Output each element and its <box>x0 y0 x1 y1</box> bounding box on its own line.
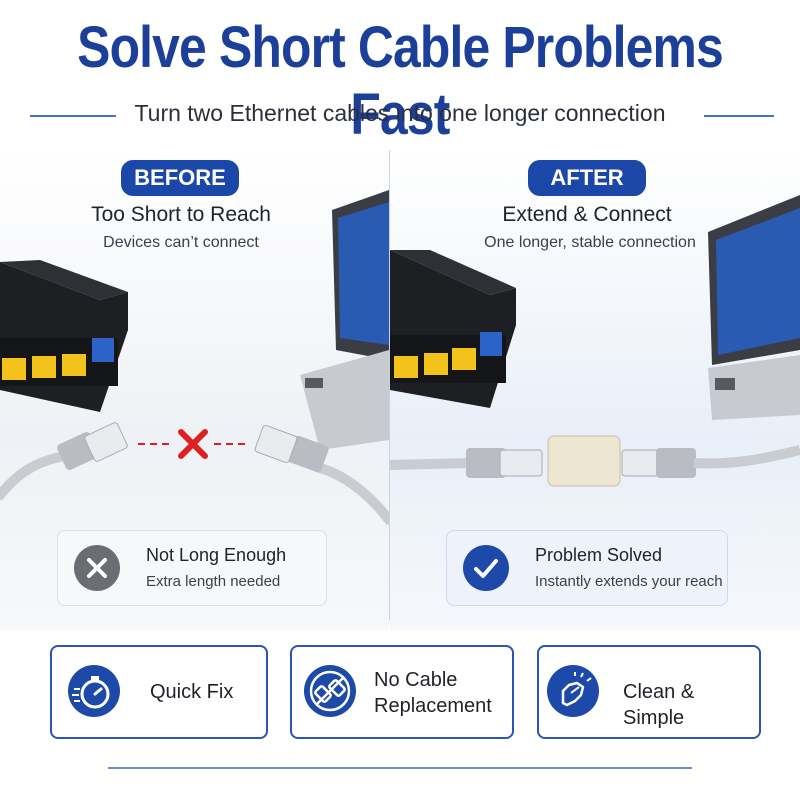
before-status-card: Not Long Enough Extra length needed <box>57 530 327 606</box>
left-cable-image <box>0 422 128 500</box>
after-status-title: Problem Solved <box>535 545 663 565</box>
before-badge: BEFORE <box>121 160 239 196</box>
after-description: One longer, stable connection <box>484 234 696 251</box>
after-status-description: Instantly extends your reach <box>535 573 723 590</box>
feature-card-no-cable-replacement: No Cable Replacement <box>290 645 514 739</box>
subtitle: Turn two Ethernet cables into one longer… <box>134 100 666 126</box>
after-illustration <box>390 195 800 487</box>
x-circle-icon <box>74 545 120 591</box>
bottom-rule <box>108 767 692 769</box>
after-title: Extend & Connect <box>502 203 672 226</box>
laptop-image <box>300 190 389 450</box>
subtitle-left-rule <box>30 115 116 117</box>
feature-card-clean-simple: Clean & Simple <box>537 645 761 739</box>
laptop-image <box>708 195 800 420</box>
red-x-icon <box>178 429 208 459</box>
feature-label-clean-simple: Clean & Simple <box>623 681 695 729</box>
before-illustration <box>0 190 389 525</box>
router-image <box>0 260 128 412</box>
right-cable-image <box>254 425 389 525</box>
subtitle-right-rule <box>704 115 774 117</box>
page-title: Solve Short Cable Problems Fast <box>77 15 724 147</box>
check-circle-icon <box>463 545 509 591</box>
before-status-title: Not Long Enough <box>146 545 287 565</box>
before-status-description: Extra length needed <box>146 573 281 590</box>
before-description: Devices can’t connect <box>103 234 259 251</box>
after-badge: AFTER <box>528 160 646 196</box>
feature-label-replacement: Replacement <box>374 695 492 717</box>
connected-cable-image <box>390 435 800 487</box>
feature-label-no-cable: No Cable <box>374 669 458 691</box>
feature-card-quick-fix: Quick Fix <box>50 645 268 739</box>
stopwatch-icon <box>68 665 120 717</box>
after-status-card: Problem Solved Instantly extends your re… <box>446 530 728 606</box>
before-title: Too Short to Reach <box>91 203 271 226</box>
cable-icon <box>304 665 356 717</box>
router-image <box>390 250 516 408</box>
subtitle-row: Turn two Ethernet cables into one longer… <box>0 98 800 132</box>
panel-divider <box>389 150 390 620</box>
snap-hand-icon <box>547 665 599 717</box>
feature-label-quick-fix: Quick Fix <box>150 681 234 703</box>
